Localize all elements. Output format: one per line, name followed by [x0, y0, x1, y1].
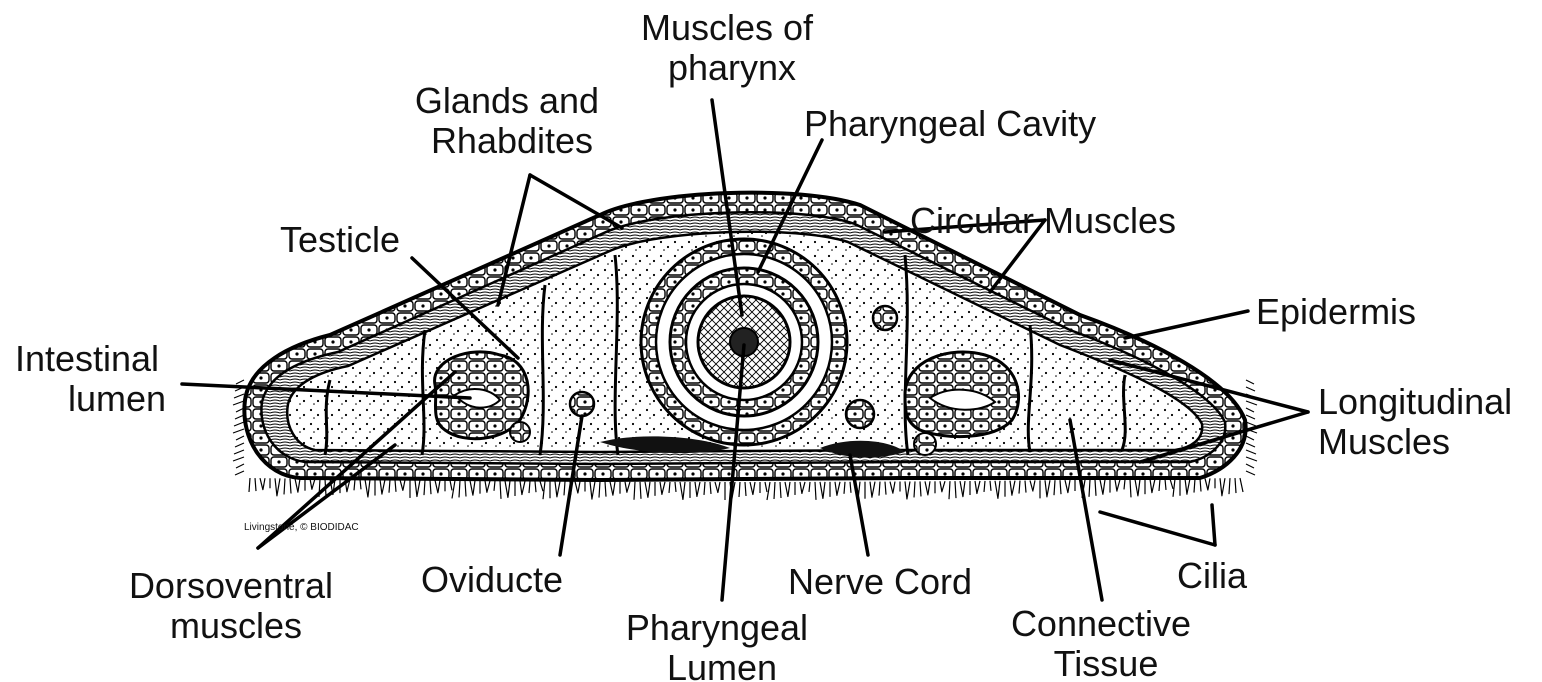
- pharynx: [641, 239, 847, 445]
- leader-epidermis: [1125, 311, 1248, 338]
- leader-cilia-a: [1100, 512, 1215, 545]
- label-epidermis: Epidermis: [1256, 291, 1416, 332]
- label-dorsoventral-muscles: Dorsoventral muscles: [129, 565, 343, 646]
- label-oviducte: Oviducte: [421, 559, 563, 600]
- label-longitudinal-muscles: Longitudinal Muscles: [1318, 381, 1522, 462]
- credit-text: Livingstone, © BIODIDAC: [244, 522, 359, 533]
- label-cilia: Cilia: [1177, 555, 1248, 596]
- label-nerve-cord: Nerve Cord: [788, 561, 972, 602]
- intestine-right: [905, 352, 1019, 437]
- label-circular-muscles: Circular Muscles: [910, 200, 1176, 241]
- label-pharyngeal-lumen: Pharyngeal Lumen: [626, 607, 818, 682]
- leader-cilia-b: [1212, 505, 1215, 545]
- label-pharyngeal-cavity: Pharyngeal Cavity: [804, 103, 1096, 144]
- label-muscles-of-pharynx: Muscles of pharynx: [641, 7, 823, 88]
- leader-glands-right: [530, 175, 622, 228]
- label-glands-and-rhabdites: Glands and Rhabdites: [415, 80, 609, 161]
- label-intestinal-lumen: Intestinal lumen: [15, 338, 169, 419]
- label-testicle: Testicle: [280, 219, 400, 260]
- label-connective-tissue: Connective Tissue: [1011, 603, 1201, 682]
